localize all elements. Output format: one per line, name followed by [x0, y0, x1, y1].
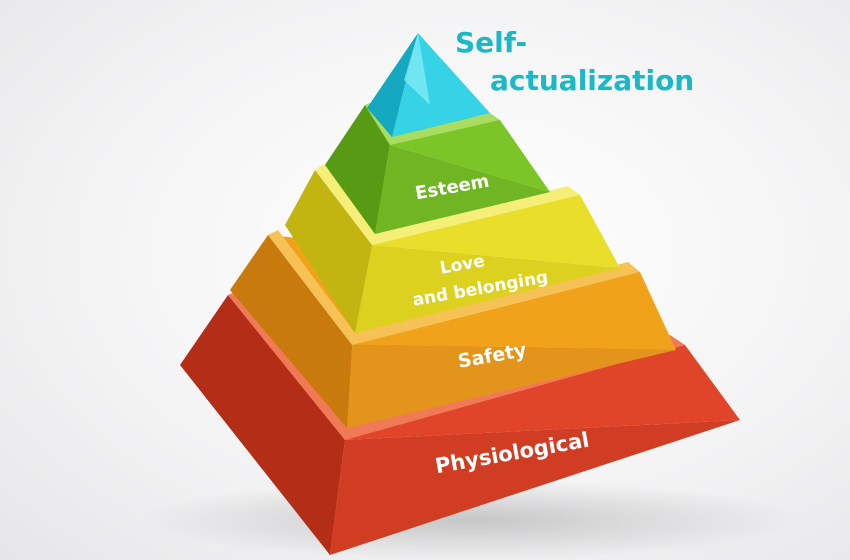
level-esteem-left-face [325, 105, 390, 234]
level-love-bottom-face [355, 245, 620, 333]
level-love-left-face [285, 170, 372, 333]
level-physiological-bottom-face [330, 420, 740, 555]
level-self-left-face [367, 33, 418, 137]
level-esteem-bottom-face [375, 145, 550, 234]
level-self-highlight [404, 33, 430, 105]
level-physiological-left-face [180, 295, 345, 555]
label-self-line-1: Self- [455, 26, 527, 59]
level-self-actualization [367, 33, 490, 137]
level-love-ledge [315, 164, 580, 245]
level-esteem-ledge [365, 102, 500, 145]
level-safety-left-face [230, 235, 352, 428]
label-self-line-2: actualization [490, 64, 694, 97]
level-safety-bottom-face [347, 345, 676, 428]
level-safety-ledge [268, 230, 640, 345]
